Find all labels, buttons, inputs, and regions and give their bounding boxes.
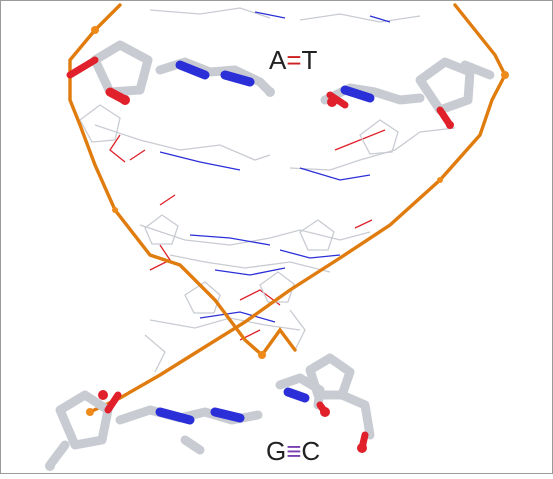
double-bond-symbol: = bbox=[286, 45, 302, 75]
atom-spheres bbox=[45, 26, 509, 471]
at-pair-label: A=T bbox=[269, 47, 317, 73]
adenine-letter: A bbox=[269, 45, 287, 75]
thymine-letter: T bbox=[301, 45, 318, 75]
gc-pair-label: G≡C bbox=[266, 438, 320, 464]
phosphate-backbone bbox=[68, 3, 507, 414]
triple-bond-symbol: ≡ bbox=[286, 436, 302, 466]
thin-base-pairs bbox=[79, 7, 456, 373]
cytosine-letter: C bbox=[301, 436, 321, 466]
guanine-letter: G bbox=[266, 436, 287, 466]
gc-base-pair-sticks bbox=[45, 353, 375, 470]
